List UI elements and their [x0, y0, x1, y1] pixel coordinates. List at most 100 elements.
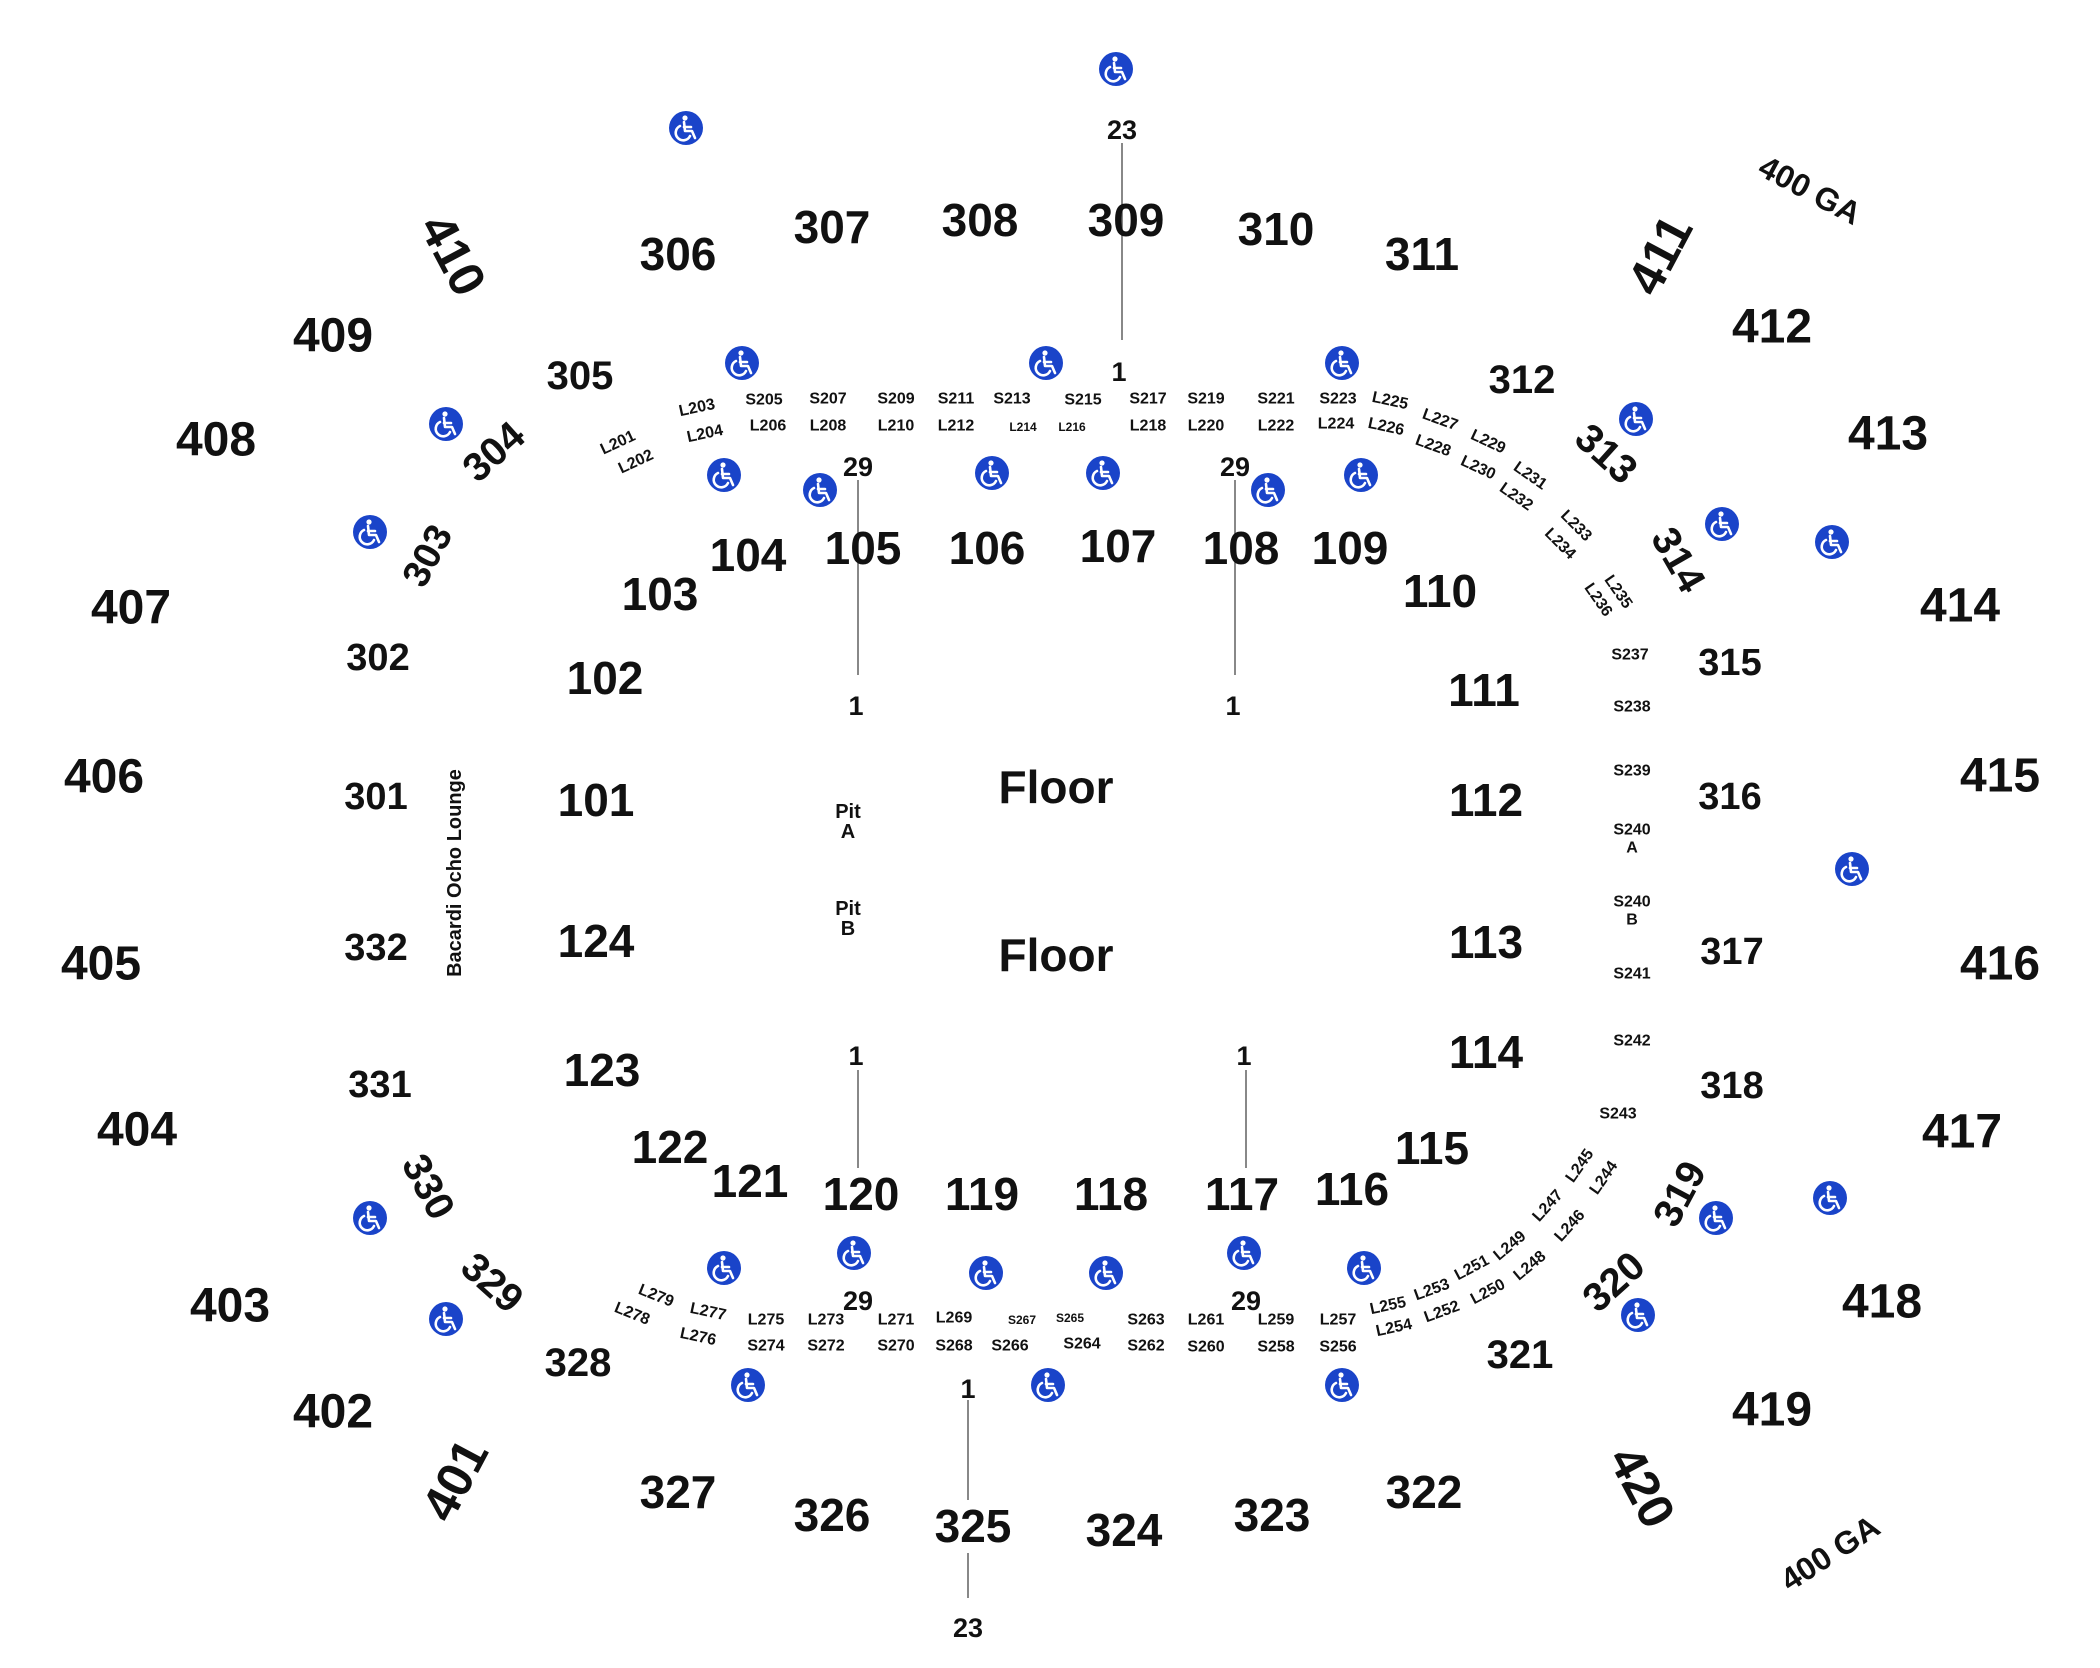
box-s243[interactable]: S243 [1599, 1106, 1636, 1123]
section-317[interactable]: 317 [1700, 931, 1763, 973]
ga-bottom[interactable]: 400 GA [1774, 1508, 1886, 1598]
section-105[interactable]: 105 [825, 522, 902, 574]
section-106[interactable]: 106 [949, 522, 1026, 574]
section-308[interactable]: 308 [942, 194, 1019, 246]
section-329[interactable]: 329 [452, 1244, 531, 1321]
section-103[interactable]: 103 [622, 568, 699, 620]
box-s240b-sub[interactable]: B [1626, 912, 1638, 929]
section-332[interactable]: 332 [344, 927, 407, 969]
section-408[interactable]: 408 [176, 414, 256, 467]
section-413[interactable]: 413 [1848, 408, 1928, 461]
section-302[interactable]: 302 [346, 637, 409, 679]
section-307[interactable]: 307 [794, 201, 871, 253]
section-403[interactable]: 403 [190, 1280, 270, 1333]
section-111[interactable]: 111 [1448, 664, 1520, 716]
section-312[interactable]: 312 [1489, 358, 1556, 402]
section-416[interactable]: 416 [1960, 938, 2040, 991]
section-409[interactable]: 409 [293, 310, 373, 363]
box-l248[interactable]: L248 [1511, 1248, 1550, 1285]
box-l212[interactable]: L212 [938, 418, 975, 435]
box-s240b[interactable]: S240 [1613, 894, 1650, 911]
section-318[interactable]: 318 [1700, 1065, 1763, 1107]
section-414[interactable]: 414 [1920, 580, 2000, 633]
box-l255[interactable]: L255 [1368, 1294, 1407, 1318]
box-s274[interactable]: S274 [747, 1338, 784, 1355]
box-l261[interactable]: L261 [1188, 1312, 1225, 1329]
box-l254[interactable]: L254 [1374, 1316, 1413, 1340]
box-l253[interactable]: L253 [1412, 1276, 1452, 1304]
box-s239[interactable]: S239 [1613, 763, 1650, 780]
section-401[interactable]: 401 [411, 1430, 500, 1530]
section-331[interactable]: 331 [348, 1064, 411, 1106]
section-108[interactable]: 108 [1203, 522, 1280, 574]
box-s240a[interactable]: S240 [1613, 822, 1650, 839]
section-417[interactable]: 417 [1922, 1106, 2002, 1159]
section-309[interactable]: 309 [1088, 194, 1165, 246]
section-120[interactable]: 120 [823, 1168, 900, 1220]
section-405[interactable]: 405 [61, 938, 141, 991]
box-s262[interactable]: S262 [1127, 1338, 1164, 1355]
box-s221[interactable]: S221 [1257, 391, 1294, 408]
box-s211[interactable]: S211 [938, 391, 975, 408]
box-s267[interactable]: S267 [1008, 1313, 1036, 1327]
box-l210[interactable]: L210 [878, 418, 915, 435]
box-l225[interactable]: L225 [1370, 389, 1409, 413]
pit-a-letter[interactable]: A [841, 821, 855, 843]
section-304[interactable]: 304 [454, 413, 534, 491]
ga-top[interactable]: 400 GA [1753, 148, 1867, 232]
section-301[interactable]: 301 [344, 776, 407, 818]
box-l230[interactable]: L230 [1458, 453, 1498, 484]
box-l227[interactable]: L227 [1420, 406, 1460, 434]
box-l244[interactable]: L244 [1587, 1158, 1622, 1198]
section-117[interactable]: 117 [1205, 1168, 1279, 1220]
bacardi-ocho-lounge[interactable]: Bacardi Ocho Lounge [444, 769, 466, 977]
section-101[interactable]: 101 [558, 774, 635, 826]
section-326[interactable]: 326 [794, 1489, 871, 1541]
box-s238[interactable]: S238 [1613, 699, 1650, 716]
section-116[interactable]: 116 [1315, 1163, 1389, 1215]
box-s205[interactable]: S205 [745, 392, 782, 409]
section-311[interactable]: 311 [1385, 228, 1459, 280]
box-l257[interactable]: L257 [1320, 1312, 1357, 1329]
box-s207[interactable]: S207 [809, 391, 846, 408]
box-s215[interactable]: S215 [1064, 392, 1101, 409]
section-119[interactable]: 119 [945, 1168, 1019, 1220]
section-316[interactable]: 316 [1698, 776, 1761, 818]
box-l247[interactable]: L247 [1529, 1187, 1566, 1226]
box-s217[interactable]: S217 [1129, 391, 1166, 408]
box-l251[interactable]: L251 [1452, 1252, 1492, 1284]
box-l277[interactable]: L277 [688, 1300, 727, 1324]
section-114[interactable]: 114 [1449, 1026, 1524, 1078]
box-s272[interactable]: S272 [807, 1338, 844, 1355]
box-l228[interactable]: L228 [1413, 432, 1453, 460]
box-l279[interactable]: L279 [636, 1281, 676, 1310]
section-303[interactable]: 303 [395, 518, 462, 594]
box-s263[interactable]: S263 [1127, 1312, 1164, 1329]
section-419[interactable]: 419 [1732, 1384, 1812, 1437]
box-l204[interactable]: L204 [685, 422, 724, 446]
section-411[interactable]: 411 [1616, 206, 1703, 304]
pit-a-label[interactable]: Pit [835, 801, 861, 823]
box-s213[interactable]: S213 [993, 391, 1030, 408]
section-324[interactable]: 324 [1086, 1504, 1163, 1556]
section-121[interactable]: 121 [712, 1155, 789, 1207]
box-l278[interactable]: L278 [612, 1299, 652, 1328]
section-107[interactable]: 107 [1080, 520, 1157, 572]
section-412[interactable]: 412 [1732, 301, 1812, 354]
box-l216[interactable]: L216 [1058, 420, 1086, 434]
section-102[interactable]: 102 [567, 652, 644, 704]
pit-b-label[interactable]: Pit [835, 898, 861, 920]
box-l218[interactable]: L218 [1130, 418, 1167, 435]
section-113[interactable]: 113 [1449, 916, 1523, 968]
section-327[interactable]: 327 [640, 1466, 717, 1518]
box-s223[interactable]: S223 [1319, 391, 1356, 408]
section-104[interactable]: 104 [710, 529, 787, 581]
section-321[interactable]: 321 [1487, 1333, 1554, 1377]
box-l249[interactable]: L249 [1491, 1228, 1530, 1265]
box-s242[interactable]: S242 [1613, 1033, 1650, 1050]
section-315[interactable]: 315 [1698, 642, 1761, 684]
box-l214[interactable]: L214 [1009, 420, 1037, 434]
box-l273[interactable]: L273 [808, 1312, 845, 1329]
box-s241[interactable]: S241 [1613, 966, 1650, 983]
box-l220[interactable]: L220 [1188, 418, 1225, 435]
